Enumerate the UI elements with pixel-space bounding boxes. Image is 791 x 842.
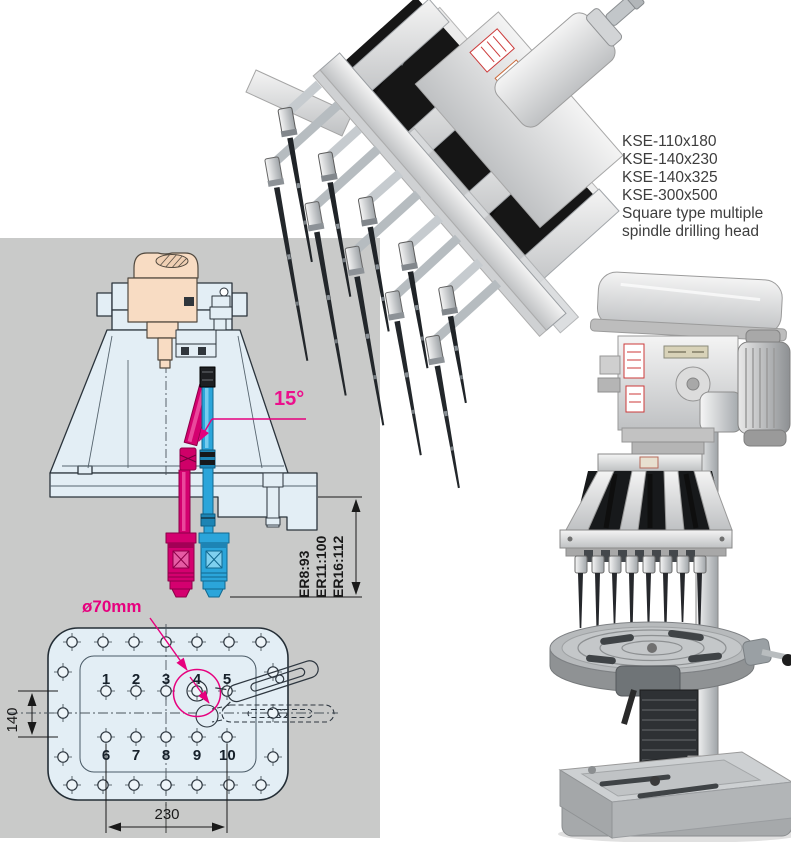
- collet-spec: ER11:100: [313, 535, 329, 598]
- drill-press-photo: [549, 271, 791, 842]
- wrench-alt-position: [211, 704, 335, 723]
- spindle-range-circle: [172, 668, 222, 718]
- drill-chucks-and-bits: [264, 106, 467, 489]
- spindle-number: 6: [101, 747, 111, 764]
- spindle-number: 2: [131, 671, 141, 688]
- diameter-leader-line: [149, 617, 210, 704]
- table-crank-handle: [742, 638, 791, 666]
- work-table: [549, 621, 755, 693]
- spindle-number: 1: [101, 671, 111, 688]
- spindle-number: 10: [219, 747, 236, 764]
- drill-bits: [574, 550, 707, 642]
- drive-shank: [127, 252, 199, 369]
- spindle-number: 9: [192, 747, 202, 764]
- diameter-label: ø70mm: [82, 597, 142, 616]
- model-line: KSE-110x180: [622, 133, 717, 150]
- machine-base: [558, 751, 791, 839]
- hole-pattern-diagram: [8, 617, 338, 833]
- collet-spec: ER8:93: [296, 550, 312, 598]
- clamp-lever: [621, 689, 637, 725]
- spindle-number: 3: [161, 671, 171, 688]
- belt-cover: [589, 271, 787, 342]
- model-list: KSE-110x180 KSE-140x230 KSE-140x325 KSE-…: [622, 133, 718, 205]
- height-dimension: [18, 690, 58, 738]
- spindle-number: 5: [222, 671, 232, 688]
- model-line: KSE-140x230: [622, 151, 718, 168]
- product-description: Square type multiple spindle drilling he…: [622, 205, 764, 240]
- multi-spindle-head-photo: [245, 0, 645, 489]
- collet-spec: ER16:112: [330, 535, 346, 598]
- width-dimension-label: 230: [154, 806, 180, 823]
- model-line: KSE-300x500: [622, 187, 718, 204]
- label-sticker: [469, 28, 515, 73]
- angle-leader-line: [198, 418, 306, 442]
- spindle-number: 4: [192, 671, 202, 688]
- collet-spec-list: ER8:93 ER11:100 ER16:112: [296, 498, 348, 598]
- input-shaft: [494, 0, 645, 128]
- angle-label: 15°: [274, 388, 305, 410]
- cross-section-diagram: [49, 252, 362, 598]
- spindle-number: 8: [161, 747, 171, 764]
- er-dimension: [230, 496, 362, 598]
- spindle-number: 7: [131, 747, 141, 764]
- tilted-spindle-magenta: [165, 383, 213, 598]
- motor: [737, 329, 791, 447]
- model-line: KSE-140x325: [622, 169, 718, 186]
- label-sticker: [623, 343, 645, 379]
- vertical-spindle-blue: [198, 385, 230, 598]
- label-sticker: [625, 385, 645, 413]
- width-dimension: [105, 744, 228, 833]
- multi-spindle-attachment: [559, 453, 733, 642]
- height-dimension-label: 140: [4, 707, 21, 733]
